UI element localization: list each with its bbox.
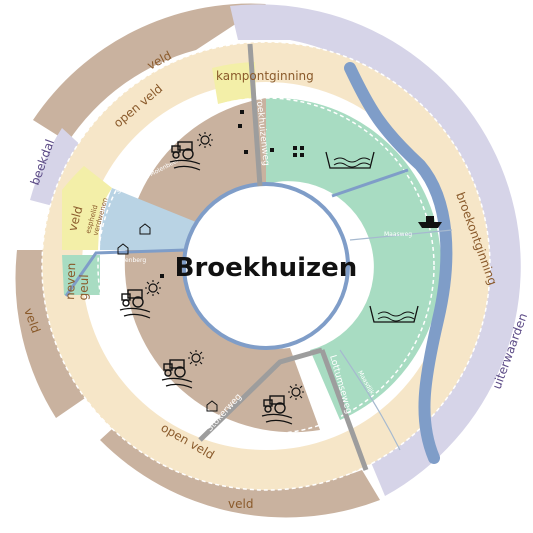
veld-essen-highlight	[62, 166, 112, 250]
label-small-right: Maasweg	[384, 231, 412, 238]
house-icon	[139, 223, 151, 235]
tractor-icon	[169, 141, 201, 171]
settlement-dot	[293, 146, 297, 150]
outer-veld-bottom-segment	[100, 418, 380, 518]
settlement-dot	[240, 110, 244, 114]
sun-icon	[197, 132, 213, 148]
river-maas	[344, 62, 453, 464]
house-icon	[117, 243, 129, 255]
inner-dashed-line	[97, 97, 435, 435]
sun-icon	[145, 280, 161, 296]
lottumseweg-road	[319, 349, 369, 471]
settlement-dot	[160, 274, 164, 278]
settlement-dot	[300, 146, 304, 150]
tractor-icon	[119, 289, 151, 319]
center-circle	[184, 184, 348, 348]
title: Broekhuizen	[175, 253, 358, 283]
tractor-icon	[161, 359, 193, 389]
outer-veld-top-segment	[33, 3, 266, 143]
sun-icon	[188, 350, 204, 366]
stream-branch-left	[64, 248, 187, 297]
settlement-dot	[300, 153, 304, 157]
sun-icon	[288, 384, 304, 400]
minor-road-right	[339, 349, 401, 451]
kampontginning-highlight	[212, 62, 256, 104]
stokerweg-road	[198, 347, 323, 442]
minor-road-right-upper	[349, 229, 453, 241]
label-veld-bottom: veld	[228, 497, 253, 511]
river-icon	[325, 151, 375, 169]
outer-veld-left-segment	[15, 250, 88, 418]
label-small-left: Grotenberg	[112, 257, 146, 264]
outer-uiterwaarden-segment	[230, 4, 521, 497]
inner-blue-area	[100, 188, 196, 250]
river-icon	[369, 305, 419, 323]
middle-ring	[42, 42, 490, 490]
broekhuizenweg-road	[247, 43, 263, 187]
settlement-dot	[293, 153, 297, 157]
outer-dashed-line	[41, 41, 491, 491]
settlement-dots	[160, 110, 304, 278]
stream-branch-right	[331, 168, 409, 198]
settlement-dot	[270, 148, 274, 152]
settlement-dot	[244, 150, 248, 154]
label-kampontginning: kampontginning	[216, 69, 314, 83]
label-neven-geul: nevengeul	[63, 263, 91, 301]
tractor-icon	[261, 395, 293, 425]
house-icon	[206, 400, 218, 412]
inner-green-area	[266, 97, 442, 420]
ship-icon	[418, 216, 442, 228]
label-veld-essen: veld	[65, 205, 85, 233]
roads	[64, 43, 453, 471]
settlement-dot	[238, 124, 242, 128]
center-stream	[182, 182, 350, 350]
